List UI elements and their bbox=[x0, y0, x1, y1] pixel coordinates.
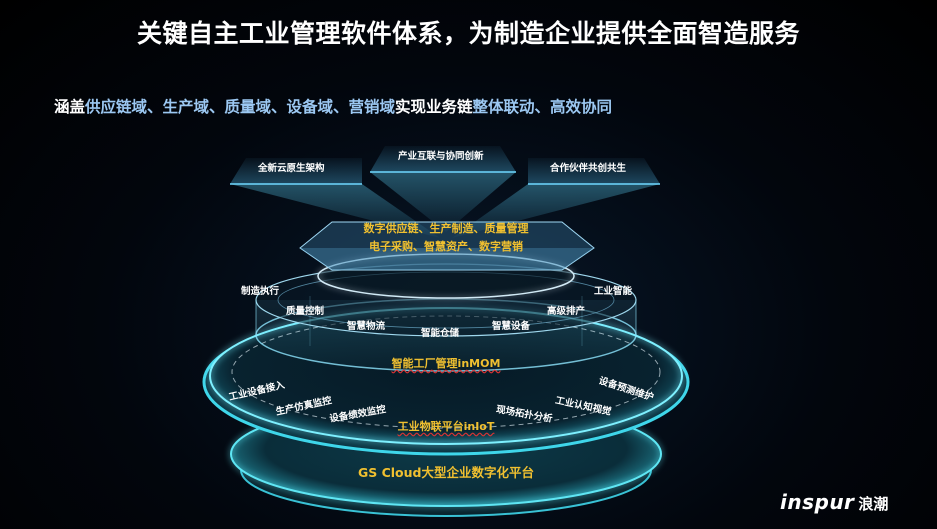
subtitle-part-2: 供应链域、生产域、质量域、设备域、营销域 bbox=[85, 98, 396, 116]
panel-label-cloud-native: 全新云原生架构 bbox=[258, 163, 325, 174]
center-panel-line-1: 数字供应链、生产制造、质量管理 bbox=[363, 222, 529, 235]
mom-module-quality-control: 质量控制 bbox=[286, 306, 325, 317]
panel-label-partners: 合作伙伴共创共生 bbox=[550, 163, 627, 174]
mom-module-industrial-ai: 工业智能 bbox=[594, 286, 633, 297]
iot-layer-title: 工业物联平台inIoT bbox=[346, 418, 546, 434]
logo-brand: inspur bbox=[780, 490, 855, 514]
mom-module-smart-logistics: 智慧物流 bbox=[347, 321, 386, 332]
base-layer-title: GS Cloud大型企业数字化平台 bbox=[357, 465, 534, 480]
panel-label-industrial-internet: 产业互联与协同创新 bbox=[398, 151, 484, 162]
mom-layer-title: 智能工厂管理inMOM bbox=[346, 355, 546, 371]
logo-cn: 浪潮 bbox=[858, 495, 889, 513]
page-subtitle: 涵盖供应链域、生产域、质量域、设备域、营销域实现业务链整体联动、高效协同 bbox=[54, 95, 612, 117]
subtitle-part-4: 整体联动、高效协同 bbox=[472, 98, 613, 116]
center-panel-shape bbox=[299, 221, 595, 300]
subtitle-part-3: 实现业务链 bbox=[395, 98, 473, 116]
center-panel-line-2: 电子采购、智慧资产、数字营销 bbox=[369, 240, 523, 253]
light-beams bbox=[230, 172, 660, 238]
top-panels-shapes bbox=[230, 146, 660, 185]
page-title: 关键自主工业管理软件体系，为制造企业提供全面智造服务 bbox=[136, 19, 800, 48]
subtitle-part-1: 涵盖 bbox=[54, 98, 86, 116]
mom-module-manufacturing-execution: 制造执行 bbox=[241, 286, 280, 297]
mom-layer-title-text: 智能工厂管理inMOM bbox=[391, 357, 501, 370]
mom-module-advanced-scheduling: 高级排产 bbox=[547, 306, 586, 317]
iot-layer-title-text: 工业物联平台inIoT bbox=[397, 420, 495, 433]
mom-module-smart-warehouse: 智能仓储 bbox=[421, 328, 460, 339]
mom-module-smart-equipment: 智慧设备 bbox=[492, 321, 531, 332]
